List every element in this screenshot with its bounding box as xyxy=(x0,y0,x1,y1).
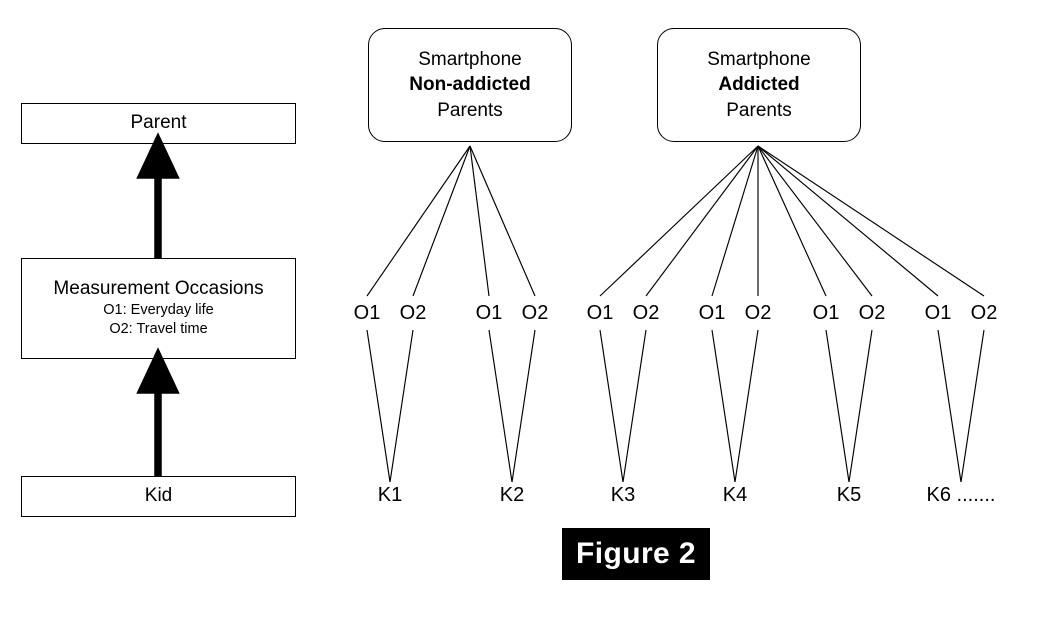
kid-label-K1: K1 xyxy=(377,484,403,506)
group-box-non-addicted-line-1: Smartphone xyxy=(418,49,522,71)
connector-K5-O2 xyxy=(848,329,873,483)
level-box-measurement-occasions-subline-2: O2: Travel time xyxy=(109,320,208,337)
fan-line-addicted-K3-O1 xyxy=(599,145,759,297)
group-box-non-addicted: Smartphone Non-addicted Parents xyxy=(368,28,572,142)
fan-line-non-addicted-K2-O1 xyxy=(469,145,490,297)
occasion-label-K5-O1: O1 xyxy=(812,302,840,324)
connector-K1-O2 xyxy=(389,329,414,483)
level-box-kid: Kid xyxy=(21,476,296,517)
occasion-label-K5-O2: O2 xyxy=(858,302,886,324)
level-box-measurement-occasions: Measurement Occasions O1: Everyday life … xyxy=(21,258,296,359)
group-box-addicted-line-3: Parents xyxy=(726,99,792,121)
fan-line-addicted-K6 .......-O2 xyxy=(757,145,985,297)
level-box-kid-title: Kid xyxy=(144,485,173,507)
level-box-parent-title: Parent xyxy=(130,112,187,134)
connector-K4-O2 xyxy=(734,329,759,483)
group-box-non-addicted-line-3: Parents xyxy=(437,99,503,121)
kid-label-K5: K5 xyxy=(836,484,862,506)
fan-lines-addicted xyxy=(599,145,985,297)
connector-K2-O1 xyxy=(488,329,513,483)
group-box-non-addicted-line-2: Non-addicted xyxy=(409,74,531,96)
level-box-measurement-occasions-subline-1: O1: Everyday life xyxy=(103,301,214,318)
connector-K4-O1 xyxy=(711,329,736,483)
connector-K6 .......-O1 xyxy=(937,329,962,483)
fan-line-addicted-K5-O2 xyxy=(757,145,873,297)
occasion-label-K1-O1: O1 xyxy=(353,302,381,324)
fan-line-non-addicted-K2-O2 xyxy=(469,145,536,297)
kid-label-K4: K4 xyxy=(722,484,748,506)
occasion-label-K1-O2: O2 xyxy=(399,302,427,324)
occasion-label-K4-O1: O1 xyxy=(698,302,726,324)
fan-line-addicted-K5-O1 xyxy=(757,145,827,297)
level-box-measurement-occasions-title: Measurement Occasions xyxy=(53,278,264,300)
group-box-addicted-line-2: Addicted xyxy=(718,74,800,96)
connector-K3-O2 xyxy=(622,329,647,483)
connector-K2-O2 xyxy=(511,329,536,483)
connector-K3-O1 xyxy=(599,329,624,483)
figure-caption: Figure 2 xyxy=(562,528,710,580)
occasion-label-K2-O1: O1 xyxy=(475,302,503,324)
level-box-parent: Parent xyxy=(21,103,296,144)
kid-label-K2: K2 xyxy=(499,484,525,506)
connector-K1-O1 xyxy=(366,329,391,483)
occasion-label-K6 .......-O2: O2 xyxy=(970,302,998,324)
fan-lines-non-addicted xyxy=(366,145,536,297)
group-box-addicted: Smartphone Addicted Parents xyxy=(657,28,861,142)
fan-line-addicted-K6 .......-O1 xyxy=(757,145,939,297)
kid-label-K3: K3 xyxy=(610,484,636,506)
group-box-addicted-line-1: Smartphone xyxy=(707,49,811,71)
connector-K5-O1 xyxy=(825,329,850,483)
occasion-label-K2-O2: O2 xyxy=(521,302,549,324)
fan-line-addicted-K3-O2 xyxy=(645,145,759,297)
fan-line-non-addicted-K1-O1 xyxy=(366,145,471,297)
occasion-label-K6 .......-O1: O1 xyxy=(924,302,952,324)
kid-label-K6: K6 ....... xyxy=(926,484,996,506)
occasion-label-K3-O1: O1 xyxy=(586,302,614,324)
fan-line-non-addicted-K1-O2 xyxy=(412,145,471,297)
fan-line-addicted-K4-O1 xyxy=(711,145,759,297)
occasion-label-K4-O2: O2 xyxy=(744,302,772,324)
occasion-to-kid-connectors xyxy=(366,329,985,483)
occasion-label-K3-O2: O2 xyxy=(632,302,660,324)
connector-K6 .......-O2 xyxy=(960,329,985,483)
